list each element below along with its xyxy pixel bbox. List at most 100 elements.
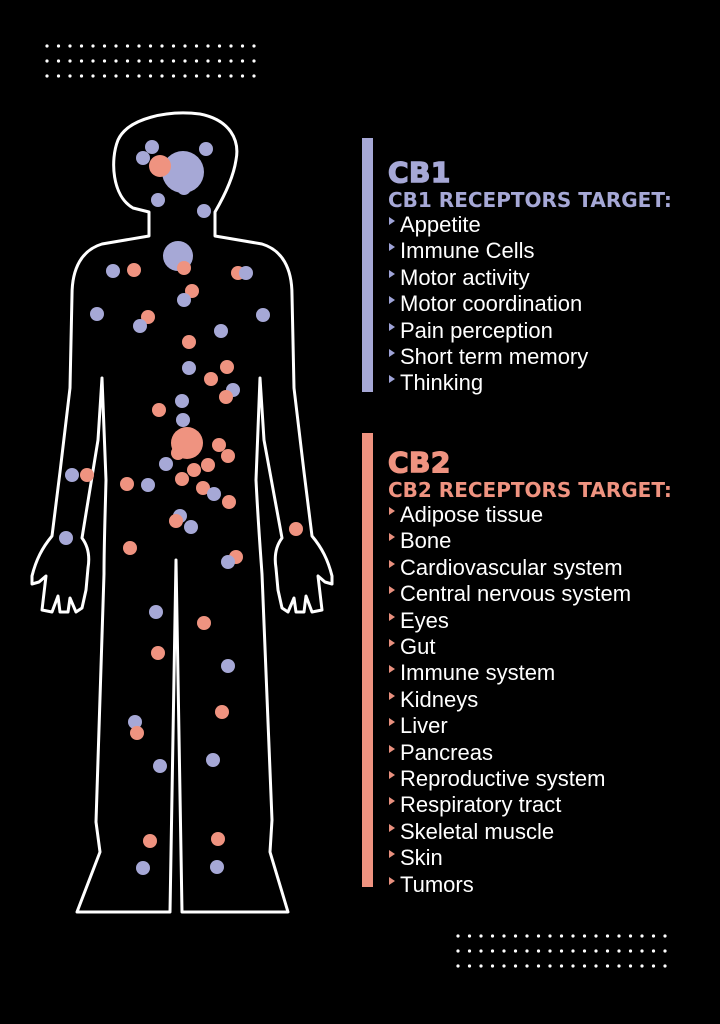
decorative-dot	[114, 44, 118, 48]
cb1-receptor-dot-icon	[59, 531, 73, 545]
cb2-target-label: Tumors	[400, 871, 474, 897]
cb2-heading: CB2 RECEPTORS TARGET:	[388, 478, 672, 502]
cb1-target-label: Short term memory	[400, 344, 589, 370]
cb1-target-label: Appetite	[400, 212, 481, 237]
triangle-bullet-icon	[389, 349, 395, 358]
cb2-receptor-dot-icon	[149, 155, 171, 177]
cb2-outline-label: CB2	[387, 446, 451, 479]
cb2-receptor-dot-icon	[177, 261, 191, 275]
cb2-target-item: Eyes	[388, 608, 708, 634]
decorative-dot	[240, 59, 245, 63]
cb2-receptor-dot-icon	[182, 335, 196, 349]
cb2-receptor-dot-icon	[185, 284, 199, 298]
cb1-receptor-dot-icon	[90, 307, 104, 321]
triangle-bullet-icon	[389, 771, 395, 780]
decorative-dot	[467, 934, 472, 938]
decorative-dot	[456, 964, 460, 968]
cb1-target-item: Thinking	[388, 370, 708, 396]
triangle-bullet-icon	[389, 691, 395, 700]
cb1-receptor-dot-icon	[176, 413, 190, 427]
cb1-receptor-dot-icon	[145, 140, 159, 154]
cb2-target-item: Cardiovascular system	[388, 555, 708, 581]
decorative-dot	[663, 934, 667, 938]
cb1-target-label: Motor coordination	[400, 291, 583, 317]
cb2-target-item: Bone	[388, 528, 708, 554]
decorative-dot	[217, 59, 222, 63]
decorative-dot	[125, 44, 130, 48]
human-body-outline-icon	[30, 111, 334, 914]
decorative-dot	[490, 934, 495, 938]
cb1-receptor-dot-icon	[221, 659, 235, 673]
decorative-dot	[252, 59, 256, 63]
cb2-receptor-dot-icon	[127, 263, 141, 277]
decorative-dot	[513, 949, 518, 953]
triangle-bullet-icon	[389, 718, 395, 727]
decorative-dot	[206, 59, 210, 63]
decorative-dot	[137, 59, 141, 63]
cb2-target-label: Central nervous system	[400, 581, 632, 607]
decorative-dots-top-left	[45, 44, 256, 78]
decorative-dot	[160, 74, 164, 78]
decorative-dot	[559, 934, 564, 938]
cb2-receptor-dot-icon	[219, 390, 233, 404]
triangle-bullet-icon	[389, 559, 395, 568]
cb2-target-label: Immune system	[400, 660, 556, 686]
decorative-dot	[229, 59, 233, 63]
cb1-receptor-dot-icon	[136, 861, 150, 875]
cb2-receptor-dot-icon	[211, 832, 225, 846]
decorative-dot	[651, 949, 656, 953]
decorative-dot	[240, 44, 245, 48]
cb2-target-label: Respiratory tract	[400, 792, 562, 818]
decorative-dot	[114, 59, 118, 63]
triangle-bullet-icon	[389, 639, 395, 648]
decorative-dot	[548, 934, 552, 938]
decorative-dot	[45, 59, 49, 63]
decorative-dot	[217, 74, 222, 78]
cb2-target-label: Eyes	[400, 607, 449, 633]
cb1-receptor-dot-icon	[177, 181, 191, 195]
cb1-receptor-dot-icon	[65, 468, 79, 482]
decorative-dot	[513, 964, 518, 968]
decorative-dot	[194, 44, 199, 48]
decorative-dot	[651, 964, 656, 968]
cb2-receptor-dot-icon	[143, 834, 157, 848]
cb2-receptor-dot-icon	[130, 726, 144, 740]
cb1-receptor-dot-icon	[151, 193, 165, 207]
decorative-dot	[206, 74, 210, 78]
decorative-dot	[548, 964, 552, 968]
cb1-receptor-dot-icon	[141, 478, 155, 492]
decorative-dot	[479, 934, 483, 938]
triangle-bullet-icon	[389, 217, 395, 225]
cb1-receptor-dot-icon	[177, 293, 191, 307]
cb1-target-item: Immune Cells	[388, 238, 708, 264]
cb2-receptor-dot-icon	[175, 472, 189, 486]
decorative-dot	[559, 964, 564, 968]
decorative-dot	[183, 59, 187, 63]
cb2-target-label: Kidneys	[400, 686, 479, 712]
decorative-dot	[56, 59, 61, 63]
decorative-dot	[594, 964, 598, 968]
decorative-dot	[467, 964, 472, 968]
decorative-dot	[45, 74, 49, 78]
cb2-receptor-dot-icon	[220, 360, 234, 374]
cb2-target-item: Reproductive system	[388, 766, 708, 792]
decorative-dot	[513, 934, 518, 938]
decorative-dot	[467, 949, 472, 953]
decorative-dot	[68, 59, 72, 63]
decorative-dot	[171, 74, 176, 78]
decorative-dot	[502, 964, 506, 968]
decorative-dot	[617, 964, 621, 968]
cb2-section: CB2 CB2 RECEPTORS TARGET: Adipose tissue…	[387, 446, 708, 898]
triangle-bullet-icon	[389, 269, 395, 278]
cb1-receptor-dot-icon	[149, 605, 163, 619]
decorative-dot	[102, 74, 107, 78]
cb1-receptor-dot-icon	[175, 394, 189, 408]
triangle-bullet-icon	[389, 876, 395, 885]
decorative-dot	[125, 74, 130, 78]
triangle-bullet-icon	[389, 744, 395, 753]
cb2-receptor-dot-icon	[120, 477, 134, 491]
cb1-receptor-dot-icon	[136, 151, 150, 165]
decorative-dot	[206, 44, 210, 48]
cb2-receptor-dot-icon	[141, 310, 155, 324]
